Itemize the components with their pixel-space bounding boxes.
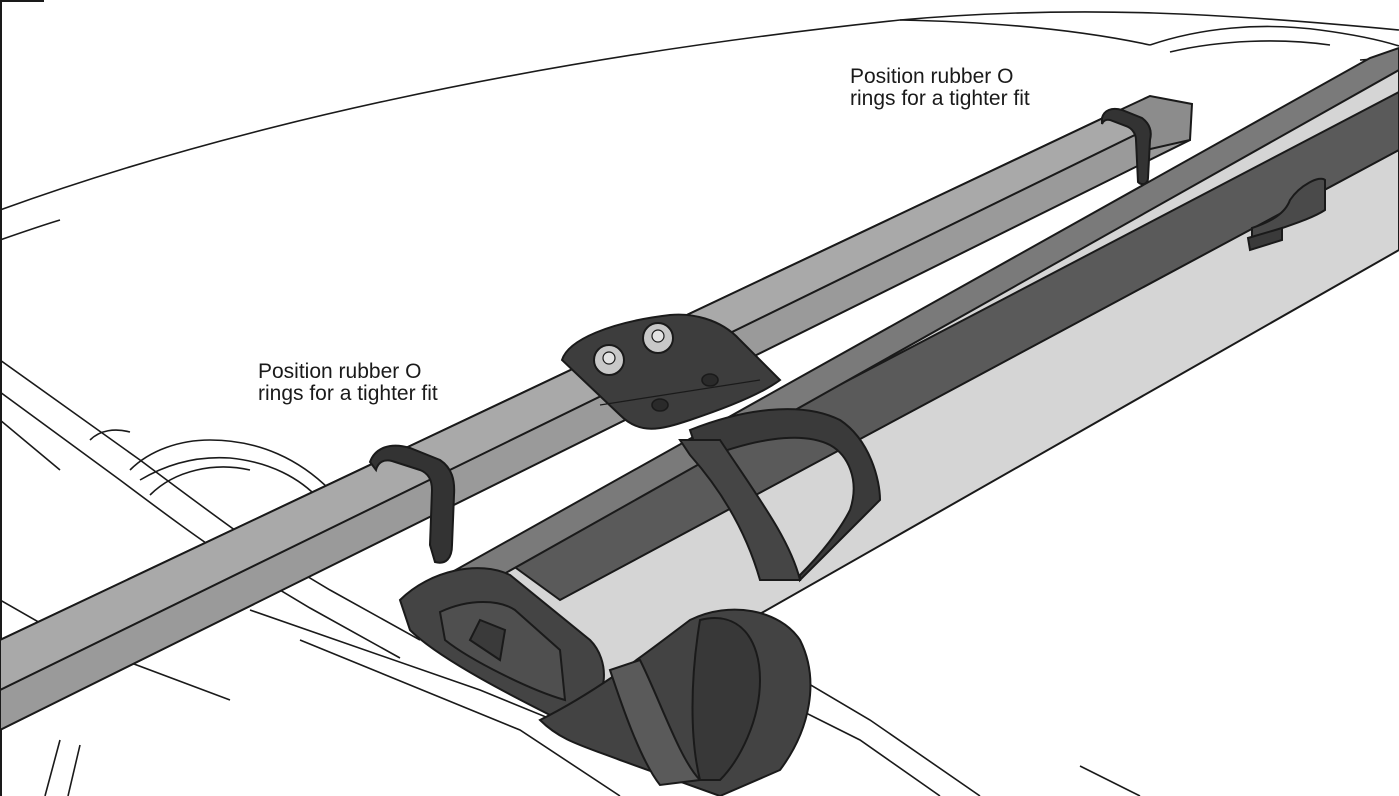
callout-o-ring-left: Position rubber O rings for a tighter fi…: [258, 360, 438, 405]
right-mount-clip: [1246, 177, 1326, 252]
bolt-head-1: [593, 344, 625, 376]
callout-o-ring-right: Position rubber O rings for a tighter fi…: [850, 65, 1030, 110]
frame-border: [0, 0, 44, 796]
aero-bar-end-cap: [398, 567, 605, 722]
foot-tower: [538, 608, 812, 796]
plate-hole-2: [651, 398, 669, 412]
plate-hole-1: [701, 373, 719, 387]
bolt-head-2: [642, 322, 674, 354]
square-load-bar: [0, 94, 1194, 732]
o-ring-right: [1101, 107, 1152, 186]
clamp-plate: [560, 313, 782, 430]
clamp-strap: [678, 408, 882, 583]
o-ring-left: [368, 444, 456, 564]
car-roof: [0, 11, 1399, 796]
